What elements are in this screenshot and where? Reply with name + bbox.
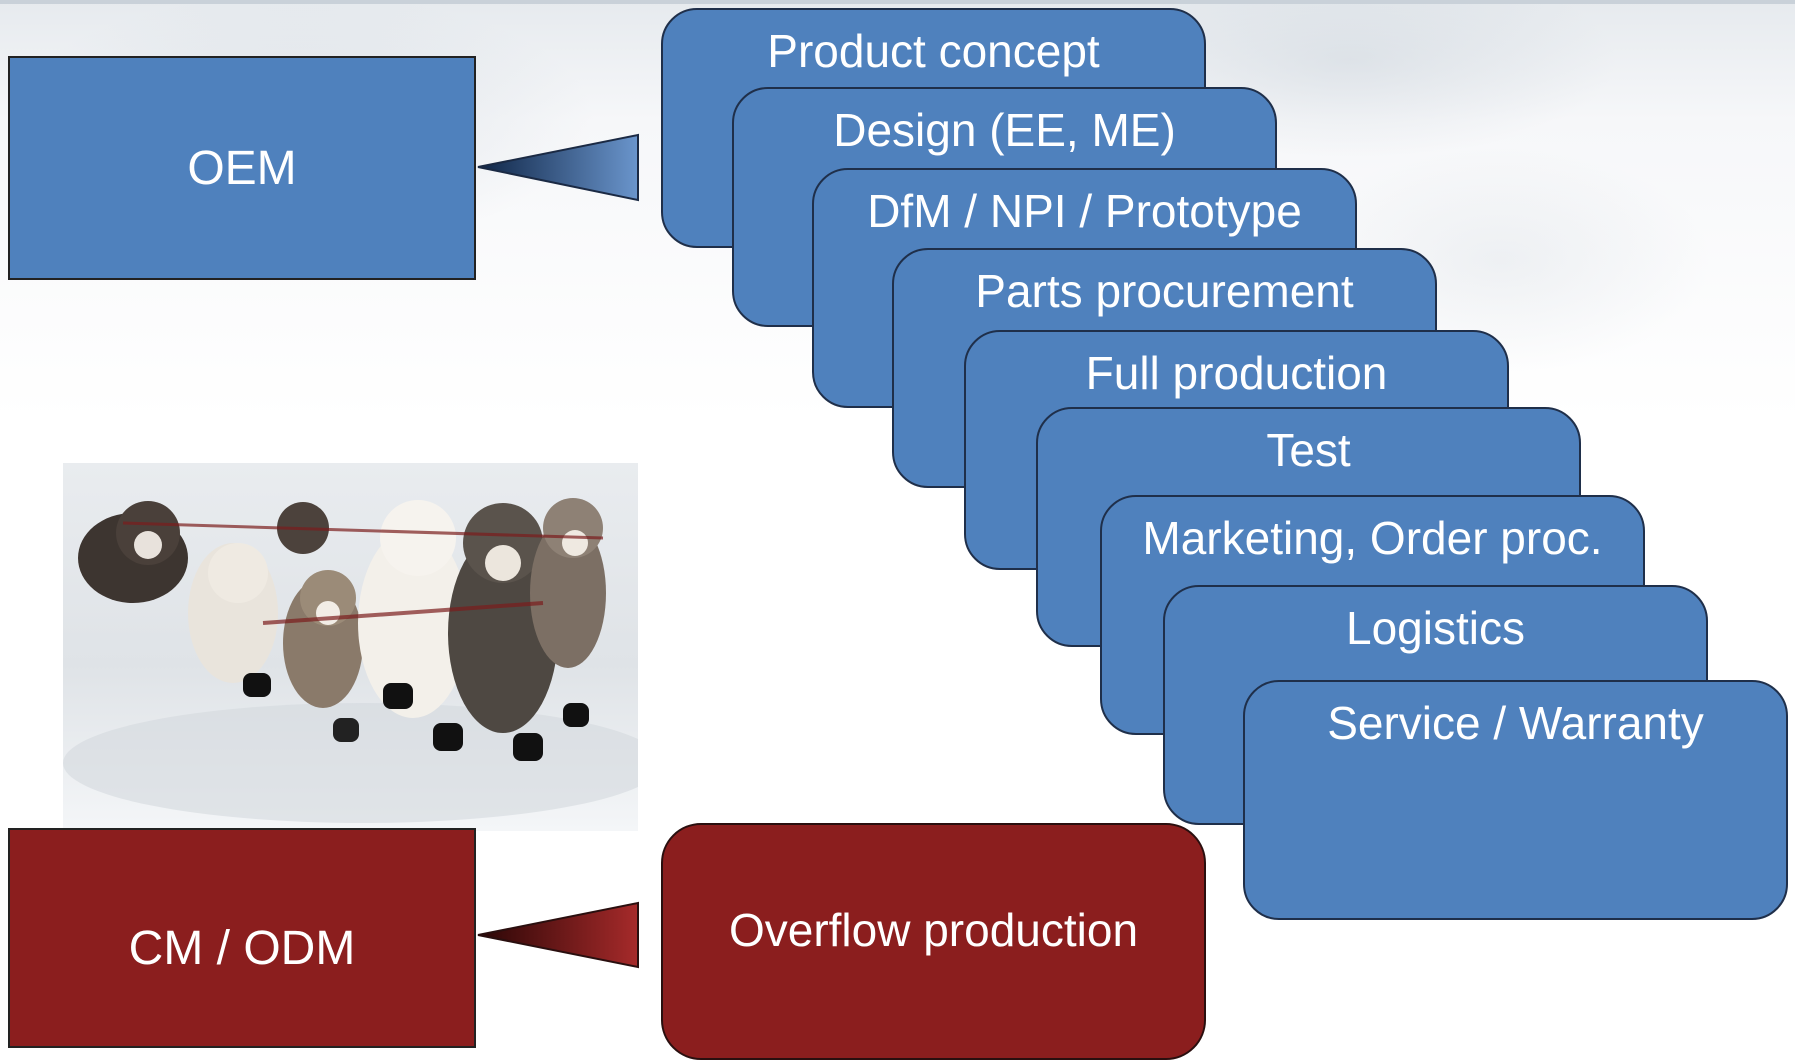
step-label: Parts procurement	[975, 265, 1354, 317]
overflow-production-label: Overflow production	[728, 904, 1139, 956]
step-label: Design (EE, ME)	[833, 104, 1176, 156]
overflow-production-box: Overflow production	[661, 823, 1206, 1060]
step-label: Test	[1266, 424, 1351, 476]
oem-pointer-arrow	[477, 133, 639, 202]
cm-odm-box: CM / ODM	[8, 828, 476, 1048]
step-label: Full production	[1085, 347, 1388, 399]
step-label: Logistics	[1346, 602, 1525, 654]
step-label: DfM / NPI / Prototype	[867, 185, 1302, 237]
top-border	[0, 0, 1795, 4]
step-label: Marketing, Order proc.	[1142, 512, 1603, 564]
sled-dogs-photo	[63, 463, 638, 831]
oem-box: OEM	[8, 56, 476, 280]
step-label: Product concept	[767, 25, 1100, 77]
step-card-service-warranty: Service / Warranty	[1243, 680, 1788, 920]
cm-pointer-arrow	[477, 901, 639, 969]
step-label: Service / Warranty	[1327, 697, 1704, 749]
oem-label: OEM	[187, 141, 297, 195]
cm-odm-label: CM / ODM	[128, 921, 356, 975]
